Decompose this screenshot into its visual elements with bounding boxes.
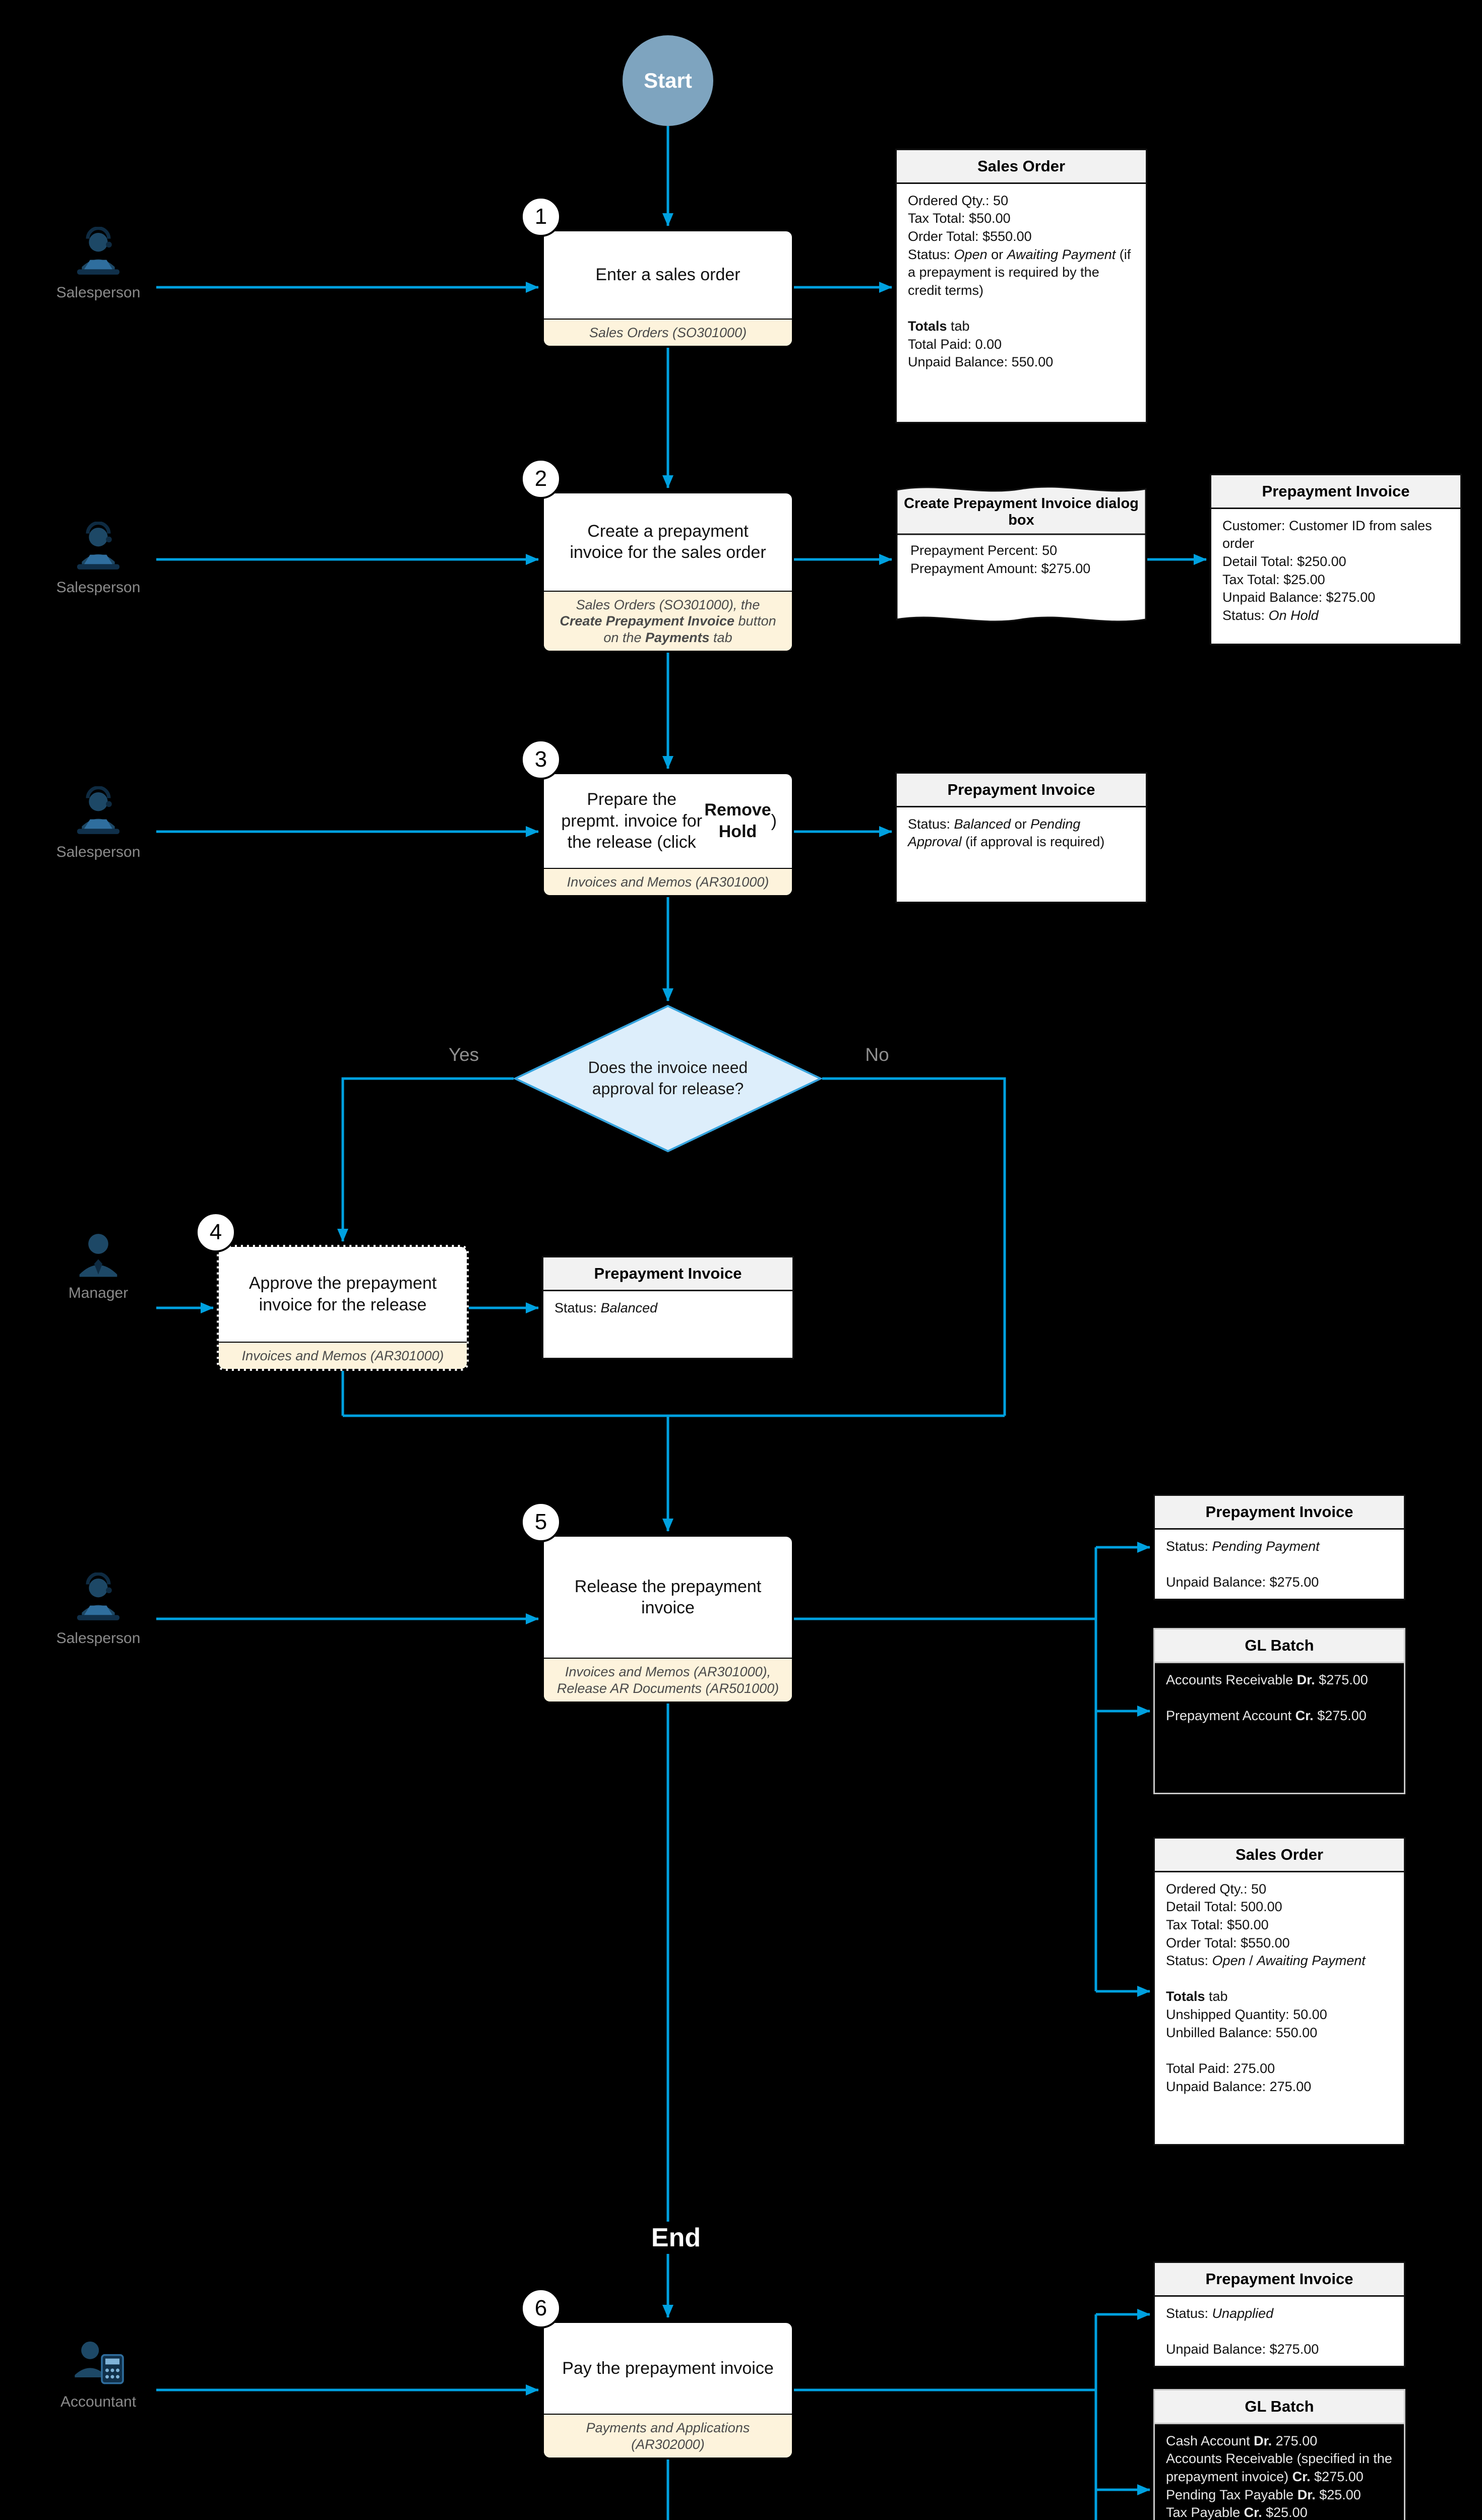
info-box-body: Status: Balanced: [554, 1300, 658, 1315]
step-6-box: Pay the prepayment invoice Payments and …: [542, 2321, 794, 2460]
step-5-screen-ref: Invoices and Memos (AR301000), Release A…: [544, 1658, 792, 1702]
step-4-number-badge: 4: [196, 1212, 236, 1252]
step-6-screen-ref: Payments and Applications (AR302000): [544, 2414, 792, 2458]
step-2-box: Create a prepayment invoice for the sale…: [542, 491, 794, 653]
info-box-prepayment-invoice-4: Prepayment Invoice Status: Pending Payme…: [1153, 1494, 1405, 1600]
decision1-no-label: No: [865, 1044, 889, 1065]
step-2-number-badge: 2: [521, 459, 561, 499]
actor-accountant: Accountant: [48, 2336, 149, 2411]
actor-salesperson-4: Salesperson: [48, 1572, 149, 1647]
info-box-title: Prepayment Invoice: [1155, 1496, 1404, 1530]
actor-label: Manager: [68, 1285, 129, 1301]
actor-label: Salesperson: [56, 579, 141, 596]
info-box-title: GL Batch: [1155, 2390, 1404, 2424]
decision-question: Does the invoice need approval for relea…: [588, 1058, 748, 1098]
step-2-screen-ref: Sales Orders (SO301000), the Create Prep…: [544, 590, 792, 651]
step-6-number-badge: 6: [521, 2288, 561, 2328]
actor-salesperson-3: Salesperson: [48, 786, 149, 861]
info-box-prepayment-invoice-5: Prepayment Invoice Status: Unapplied Unp…: [1153, 2261, 1405, 2367]
actor-label: Salesperson: [56, 844, 141, 860]
info-box-body: Status: Pending Payment Unpaid Balance: …: [1166, 1538, 1320, 1590]
salesperson-icon: [77, 1572, 119, 1620]
accountant-calculator-icon: [75, 2341, 124, 2384]
step-5-box: Release the prepayment invoice Invoices …: [542, 1535, 794, 1704]
step-3-number-badge: 3: [521, 739, 561, 780]
actor-salesperson-2: Salesperson: [48, 522, 149, 596]
diamond-shape: [514, 1004, 822, 1153]
start-node: Start: [623, 35, 713, 126]
info-box-body: Status: Unapplied Unpaid Balance: $275.0…: [1166, 2305, 1319, 2357]
step-3-screen-ref: Invoices and Memos (AR301000): [544, 867, 792, 895]
step-1-screen-ref: Sales Orders (SO301000): [544, 318, 792, 346]
info-box-title: GL Batch: [1155, 1629, 1404, 1663]
connector-decision1-no: [822, 1077, 1006, 1416]
actor-label: Salesperson: [56, 284, 141, 301]
info-box-title: Sales Order: [897, 150, 1146, 184]
info-box-body: Status: Balanced or Pending Approval (if…: [908, 816, 1105, 850]
step-1-box: Enter a sales order Sales Orders (SO3010…: [542, 229, 794, 348]
info-box-gl-batch-1: GL Batch Accounts Receivable Dr. $275.00…: [1153, 1628, 1405, 1794]
step-4-box: Approve the prepayment invoice for the r…: [217, 1245, 469, 1371]
actor-label: Accountant: [60, 2393, 137, 2410]
info-box-title: Prepayment Invoice: [1155, 2263, 1404, 2297]
connector-decision1-yes: [337, 1077, 514, 1242]
actor-salesperson-1: Salesperson: [48, 227, 149, 301]
info-box-prepayment-invoice-3: Prepayment Invoice Status: Balanced: [542, 1256, 794, 1359]
info-box-title: Sales Order: [1155, 1839, 1404, 1872]
dialog-box-shape: Create Prepayment Invoice dialog box Pre…: [895, 480, 1147, 628]
decision-approval-needed: Does the invoice need approval for relea…: [514, 1004, 822, 1153]
step-1-title: Enter a sales order: [595, 265, 740, 285]
step-4-screen-ref: Invoices and Memos (AR301000): [219, 1341, 467, 1369]
actor-label: Salesperson: [56, 1630, 141, 1647]
step-3-title: Prepare the prepmt. invoice for the rele…: [561, 790, 777, 852]
salesperson-icon: [77, 227, 119, 275]
info-box-body: Accounts Receivable Dr. $275.00 Prepayme…: [1166, 1672, 1368, 1723]
start-label: Start: [644, 69, 692, 92]
step-1-number-badge: 1: [521, 197, 561, 237]
step-3-box: Prepare the prepmt. invoice for the rele…: [542, 772, 794, 897]
step-6-title: Pay the prepayment invoice: [562, 2358, 774, 2378]
step-5-number-badge: 5: [521, 1502, 561, 1542]
info-box-title: Prepayment Invoice: [543, 1257, 792, 1291]
info-box-prepayment-invoice-1: Prepayment Invoice Customer: Customer ID…: [1210, 474, 1462, 645]
tape-outline: [896, 486, 1147, 622]
step-4-title: Approve the prepayment invoice for the r…: [249, 1274, 437, 1314]
step-2-title: Create a prepayment invoice for the sale…: [570, 521, 766, 562]
actor-manager: Manager: [48, 1227, 149, 1302]
salesperson-icon: [77, 786, 119, 834]
dialog-box-title: Create Prepayment Invoice dialog box: [904, 495, 1139, 528]
salesperson-icon: [77, 522, 119, 570]
manager-icon: [79, 1234, 117, 1277]
decision1-yes-label: Yes: [448, 1044, 479, 1065]
info-box-prepayment-invoice-2: Prepayment Invoice Status: Balanced or P…: [895, 772, 1147, 903]
info-box-title: Prepayment Invoice: [1211, 475, 1460, 509]
info-box-title: Prepayment Invoice: [897, 774, 1146, 807]
step-5-title: Release the prepayment invoice: [574, 1577, 762, 1618]
end-label-1: End: [638, 2222, 714, 2254]
